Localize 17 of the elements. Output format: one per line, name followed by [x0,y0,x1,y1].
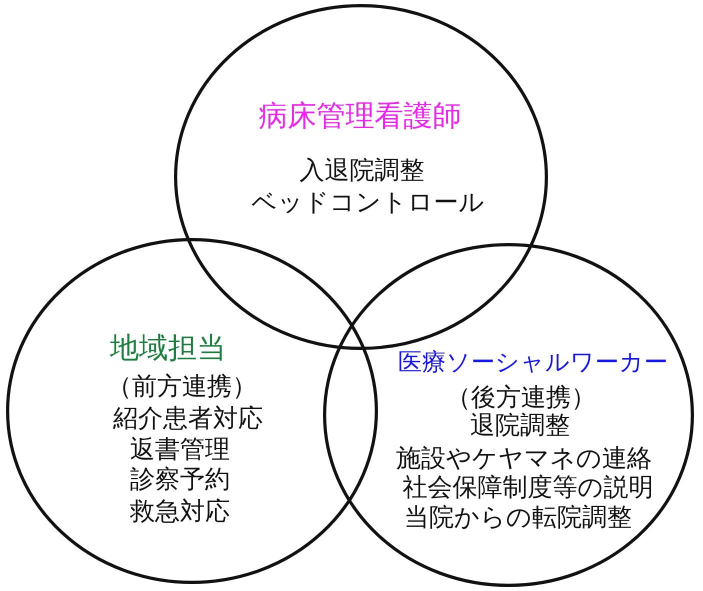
venn-circle [323,243,694,587]
heading: 地域担当 [110,334,226,362]
duty-text: （前方連携） [107,374,257,398]
heading: 病床管理看護師 [258,102,462,130]
duty-text: 診察予約 [130,466,230,492]
duty-text: 当院からの転院調整 [404,504,632,530]
duty-text: （後方連携） [446,384,596,410]
duty-text: 社会保障制度等の説明 [402,474,654,500]
duty-text: 返書管理 [130,436,230,462]
duty-text: 入退院調整 [300,158,424,182]
heading: 医療ソーシャルワーカー [398,350,668,374]
duty-text: ベッドコントロール [252,190,484,214]
venn-circle [6,238,378,584]
duty-text: 紹介患者対応 [113,406,263,430]
duty-text: 退院調整 [470,412,570,438]
duty-text: 救急対応 [130,498,230,524]
duty-text: 施設やケヤマネの連絡 [396,446,652,470]
